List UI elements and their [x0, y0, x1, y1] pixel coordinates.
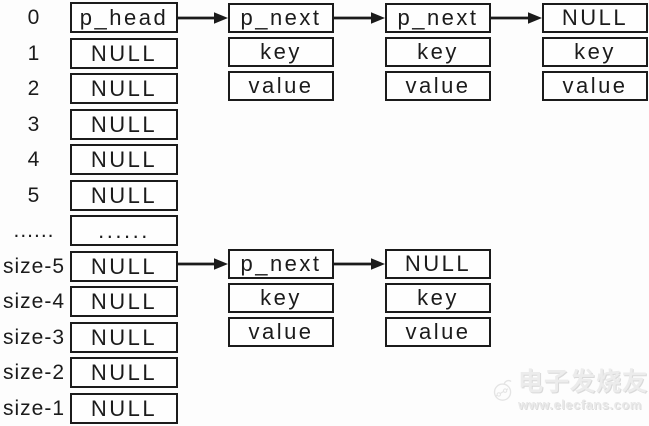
arrow-phead-to-node1 — [178, 12, 228, 24]
bucket-index-label: 0 — [27, 5, 41, 29]
arrow-size5node1-to-node2 — [334, 258, 385, 270]
bucket-index-label: 1 — [27, 41, 41, 65]
bucket-index-label: 5 — [27, 183, 41, 207]
arrow-node1-to-node2 — [334, 12, 385, 24]
bucket-index-label: 2 — [27, 76, 41, 100]
node-pointer-cell: p_next — [385, 3, 491, 33]
node-value-cell: value — [542, 71, 648, 101]
watermark-url: www.elecfans.com — [517, 396, 642, 412]
node-value-cell: value — [228, 317, 334, 347]
watermark-text: 电子发烧友 www.elecfans.com — [517, 367, 648, 412]
bucket-cell: NULL — [70, 357, 178, 388]
bucket-index-label: size-1 — [2, 396, 66, 420]
list-node-top-2: p_next key value — [385, 3, 491, 105]
bucket-index-label: size-2 — [2, 360, 66, 384]
bucket-index-label: 4 — [27, 147, 41, 171]
node-key-cell: key — [385, 37, 491, 67]
bucket-cell: ...... — [70, 215, 178, 246]
list-node-top-3: NULL key value — [542, 3, 648, 105]
arrow-size5-to-node1 — [178, 258, 228, 270]
bucket-cell: p_head — [70, 2, 178, 33]
bucket-index-label: size-3 — [2, 325, 66, 349]
node-pointer-cell: p_next — [228, 3, 334, 33]
bucket-cell: NULL — [70, 73, 178, 104]
bucket-cell: NULL — [70, 286, 178, 317]
node-pointer-cell: p_next — [228, 249, 334, 279]
bucket-cell: NULL — [70, 393, 178, 424]
arrow-node2-to-node3 — [491, 12, 542, 24]
bucket-cell: NULL — [70, 38, 178, 69]
bucket-cell: NULL — [70, 144, 178, 175]
node-pointer-cell: NULL — [385, 249, 491, 279]
bucket-index-label: size-5 — [2, 254, 66, 278]
bucket-index-label: size-4 — [2, 289, 66, 313]
node-value-cell: value — [385, 71, 491, 101]
watermark: 电子发烧友 www.elecfans.com — [492, 358, 648, 422]
node-key-cell: key — [228, 37, 334, 67]
bucket-cell: NULL — [70, 180, 178, 211]
node-pointer-cell: NULL — [542, 3, 648, 33]
node-key-cell: key — [228, 283, 334, 313]
list-node-top-1: p_next key value — [228, 3, 334, 105]
node-key-cell: key — [542, 37, 648, 67]
bucket-cell: NULL — [70, 109, 178, 140]
node-value-cell: value — [385, 317, 491, 347]
list-node-bottom-1: p_next key value — [228, 249, 334, 351]
node-key-cell: key — [385, 283, 491, 313]
bucket-index-label: ...... — [13, 218, 55, 242]
bucket-index-label: 3 — [27, 112, 41, 136]
bucket-cell: NULL — [70, 322, 178, 353]
bucket-cell: NULL — [70, 251, 178, 282]
node-value-cell: value — [228, 71, 334, 101]
watermark-brand: 电子发烧友 — [517, 367, 648, 396]
elecfans-logo-icon — [493, 379, 512, 401]
list-node-bottom-2: NULL key value — [385, 249, 491, 351]
